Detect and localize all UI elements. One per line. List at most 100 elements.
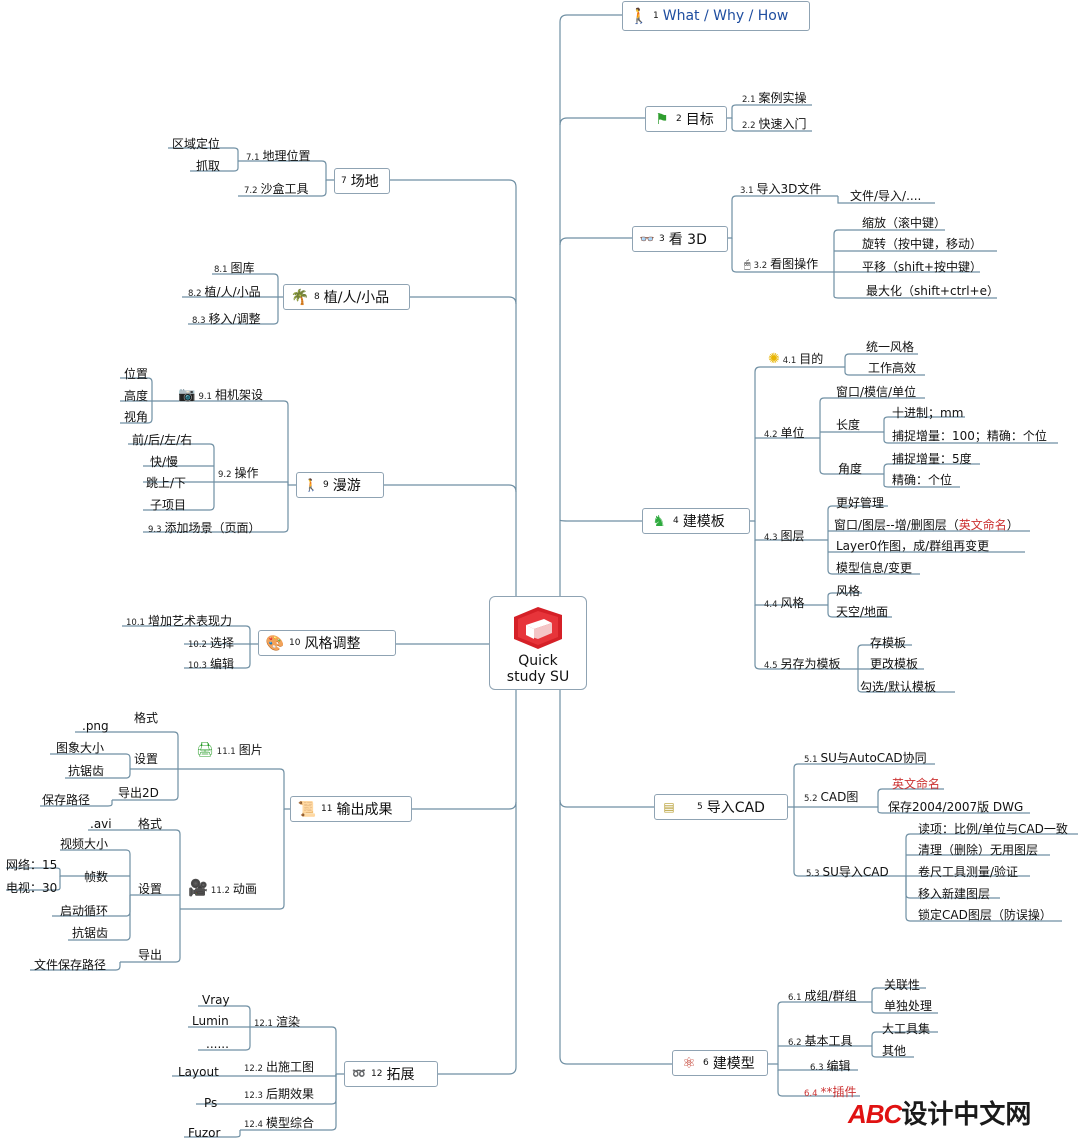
node-11-2-video-size[interactable]: 视频大小 <box>60 837 109 851</box>
node-7-1-a[interactable]: 区域定位 <box>172 137 221 151</box>
node-4-1-b[interactable]: 工作高效 <box>868 361 917 375</box>
node-9-2-c[interactable]: 跳上/下 <box>146 476 187 490</box>
node-9-2-b[interactable]: 快/慢 <box>150 455 179 469</box>
node-11-2-export[interactable]: 导出 <box>138 948 163 962</box>
node-11-2-fps-b[interactable]: 电视：30 <box>6 881 58 895</box>
node-3-1-a[interactable]: 文件/导入/.... <box>850 189 922 203</box>
node-3-2-d[interactable]: 最大化（shift+ctrl+e） <box>866 284 999 298</box>
node-4-3-d[interactable]: 模型信息/变更 <box>836 561 913 575</box>
branch-10-node[interactable]: 🎨 10 风格调整 <box>258 630 396 656</box>
node-9-2-d[interactable]: 子项目 <box>150 498 187 512</box>
node-5-3-a[interactable]: 读项：比例/单位与CAD一致 <box>918 822 1068 836</box>
branch-3-node[interactable]: 👓 3 看 3D <box>632 226 728 252</box>
node-11-2-loop[interactable]: 启动循环 <box>60 904 109 918</box>
branch-8-node[interactable]: 🌴 8 植/人/小品 <box>283 284 410 310</box>
central-topic[interactable]: Quick study SU <box>489 596 587 690</box>
node-11-1-format-a[interactable]: .png <box>82 719 109 733</box>
branch-11-node[interactable]: 📜 11 输出成果 <box>290 796 412 822</box>
node-4-5-a[interactable]: 存模板 <box>870 636 907 650</box>
node-4-4-a[interactable]: 风格 <box>836 584 861 598</box>
node-11-2-format[interactable]: 格式 <box>138 817 163 831</box>
branch-12-node[interactable]: ➿ 12 拓展 <box>344 1061 438 1087</box>
node-12-1-b[interactable]: Lumin <box>192 1014 229 1028</box>
node-4-5-b[interactable]: 更改模板 <box>870 657 919 671</box>
node-11-1-export[interactable]: 导出2D <box>118 786 159 800</box>
node-9-1-c[interactable]: 视角 <box>124 410 149 424</box>
node-3-2-a[interactable]: 缩放（滚中键） <box>862 216 947 230</box>
node-9-2-a[interactable]: 前/后/左/右 <box>132 433 193 447</box>
node-11-1-settings-b[interactable]: 抗锯齿 <box>68 764 105 778</box>
node-11-2-format-a[interactable]: .avi <box>90 817 112 831</box>
node-4-5-c[interactable]: 勾选/默认模板 <box>860 680 937 694</box>
node-5-2-a[interactable]: 英文命名 <box>892 777 941 791</box>
node-11-1-format[interactable]: 格式 <box>134 711 159 725</box>
node-4-2-angle[interactable]: 角度 <box>838 462 863 476</box>
node-4-2-length-b[interactable]: 捕捉增量：100；精确：个位 <box>892 429 1047 443</box>
node-6-2-b[interactable]: 其他 <box>882 1044 907 1058</box>
node-12-3-a[interactable]: Ps <box>204 1096 218 1110</box>
node-4-2-length[interactable]: 长度 <box>836 418 861 432</box>
branch-4-node[interactable]: ♞ 4 建模板 <box>642 508 750 534</box>
node-12-2-a[interactable]: Layout <box>178 1065 219 1079</box>
node-6-1-b[interactable]: 单独处理 <box>884 999 933 1013</box>
node-5-2-b[interactable]: 保存2004/2007版 DWG <box>888 800 1024 814</box>
branch-6-node[interactable]: ⚛ 6 建模型 <box>672 1050 768 1076</box>
branch-7-node[interactable]: 7 场地 <box>334 168 390 194</box>
node-4-3-a[interactable]: 更好管理 <box>836 496 885 510</box>
node-5-3-d[interactable]: 移入新建图层 <box>918 887 991 901</box>
node-12-4-a[interactable]: Fuzor <box>188 1126 221 1140</box>
node-4-3-b[interactable]: 窗口/图层--增/删图层（英文命名） <box>834 518 1019 532</box>
node-6-2-a[interactable]: 大工具集 <box>882 1022 931 1036</box>
branch-2-node[interactable]: ⚑ 2 目标 <box>645 106 727 132</box>
node-3-2-c[interactable]: 平移（shift+按中键） <box>862 260 982 274</box>
node-9-1-a[interactable]: 位置 <box>124 367 149 381</box>
node-3-2-b[interactable]: 旋转（按中键，移动） <box>862 237 983 251</box>
node-5-3-b[interactable]: 清理（删除）无用图层 <box>918 843 1039 857</box>
node-4-2-angle-b[interactable]: 精确：个位 <box>892 473 953 487</box>
node-9-1-b[interactable]: 高度 <box>124 389 149 403</box>
node-11-2-fps-a[interactable]: 网络：15 <box>6 858 58 872</box>
node-12-1-c[interactable]: ...... <box>206 1037 229 1051</box>
node-6-4[interactable]: 6.4**插件 <box>804 1085 857 1099</box>
branch-1-node[interactable]: 🚶 1 What / Why / How <box>622 1 810 31</box>
node-4-1-a[interactable]: 统一风格 <box>866 340 915 354</box>
node-11-2-settings[interactable]: 设置 <box>138 882 163 896</box>
node-11-1-settings[interactable]: 设置 <box>134 752 159 766</box>
node-6-1-a[interactable]: 关联性 <box>884 978 921 992</box>
node-4-2-a[interactable]: 窗口/模信/单位 <box>836 385 917 399</box>
node-11-2-export-a[interactable]: 文件保存路径 <box>34 958 107 972</box>
node-4-2-angle-a[interactable]: 捕捉增量：5度 <box>892 452 972 466</box>
node-4-4-b[interactable]: 天空/地面 <box>836 605 889 619</box>
node-5-3-c[interactable]: 卷尺工具测量/验证 <box>918 865 1019 879</box>
node-7-1-b[interactable]: 抓取 <box>196 159 221 173</box>
node-12-1-a[interactable]: Vray <box>202 993 230 1007</box>
